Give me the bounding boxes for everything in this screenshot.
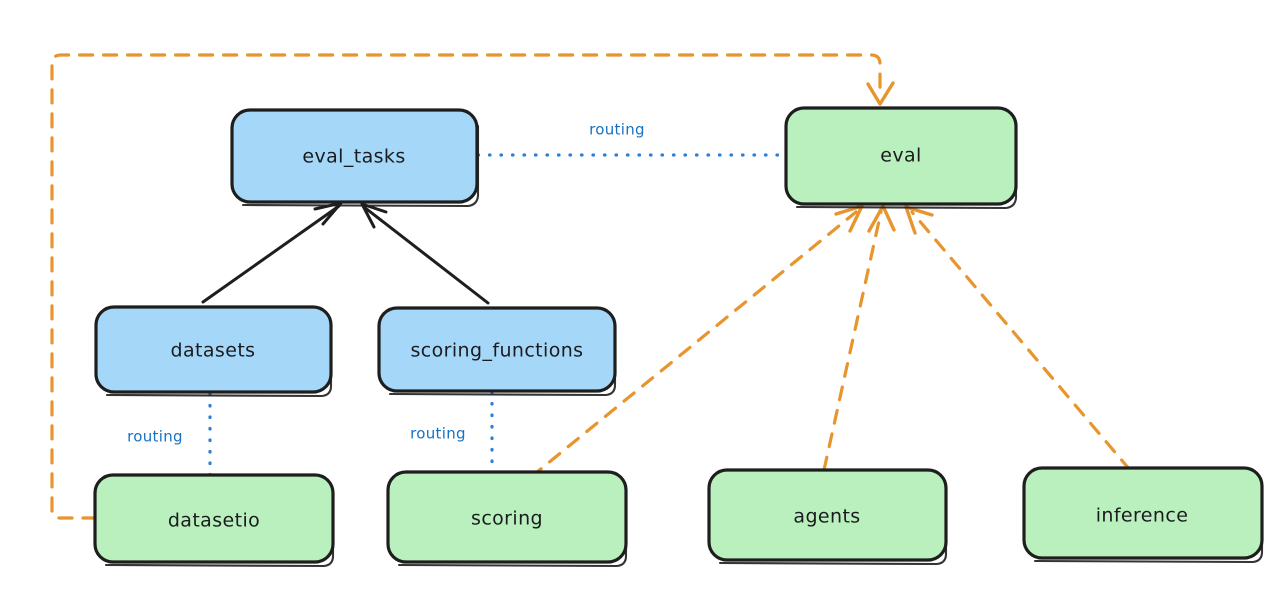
node-scoring[interactable]: scoring bbox=[386, 470, 628, 568]
edge-label-routing-scoring: routing bbox=[410, 425, 466, 443]
edge-datasets-evaltasks bbox=[201, 201, 343, 304]
edge-agents-eval bbox=[822, 204, 896, 472]
node-label-eval: eval bbox=[880, 145, 921, 167]
edge-scoring-eval bbox=[529, 204, 864, 479]
edge-label-routing-eval: routing bbox=[589, 121, 645, 139]
node-label-agents: agents bbox=[793, 506, 860, 528]
edge-datasets-datasetio: routing bbox=[127, 392, 212, 478]
edge-datasetio-eval bbox=[50, 53, 895, 520]
node-label-datasetio: datasetio bbox=[168, 510, 260, 532]
node-datasets[interactable]: datasets bbox=[94, 305, 333, 398]
node-label-eval_tasks: eval_tasks bbox=[302, 146, 405, 168]
edge-layer: routing routing routing bbox=[50, 53, 1132, 520]
edge-label-routing-datasetio: routing bbox=[127, 428, 183, 446]
node-scoring_functions[interactable]: scoring_functions bbox=[377, 306, 617, 397]
node-layer: eval_tasks eval datasets scoring_functio… bbox=[93, 106, 1264, 568]
edge-inference-eval bbox=[904, 205, 1132, 472]
node-agents[interactable]: agents bbox=[707, 468, 948, 566]
node-label-datasets: datasets bbox=[171, 340, 256, 362]
node-datasetio[interactable]: datasetio bbox=[93, 473, 335, 568]
node-label-scoring_functions: scoring_functions bbox=[411, 340, 584, 362]
node-label-inference: inference bbox=[1096, 505, 1189, 527]
edge-scoringfn-scoring: routing bbox=[410, 390, 494, 475]
node-eval_tasks[interactable]: eval_tasks bbox=[230, 108, 480, 208]
edge-scoringfn-evaltasks bbox=[360, 202, 490, 305]
node-inference[interactable]: inference bbox=[1022, 466, 1264, 564]
edge-evaltasks-eval: routing bbox=[476, 121, 786, 157]
node-label-scoring: scoring bbox=[471, 508, 543, 530]
node-eval[interactable]: eval bbox=[784, 106, 1018, 210]
